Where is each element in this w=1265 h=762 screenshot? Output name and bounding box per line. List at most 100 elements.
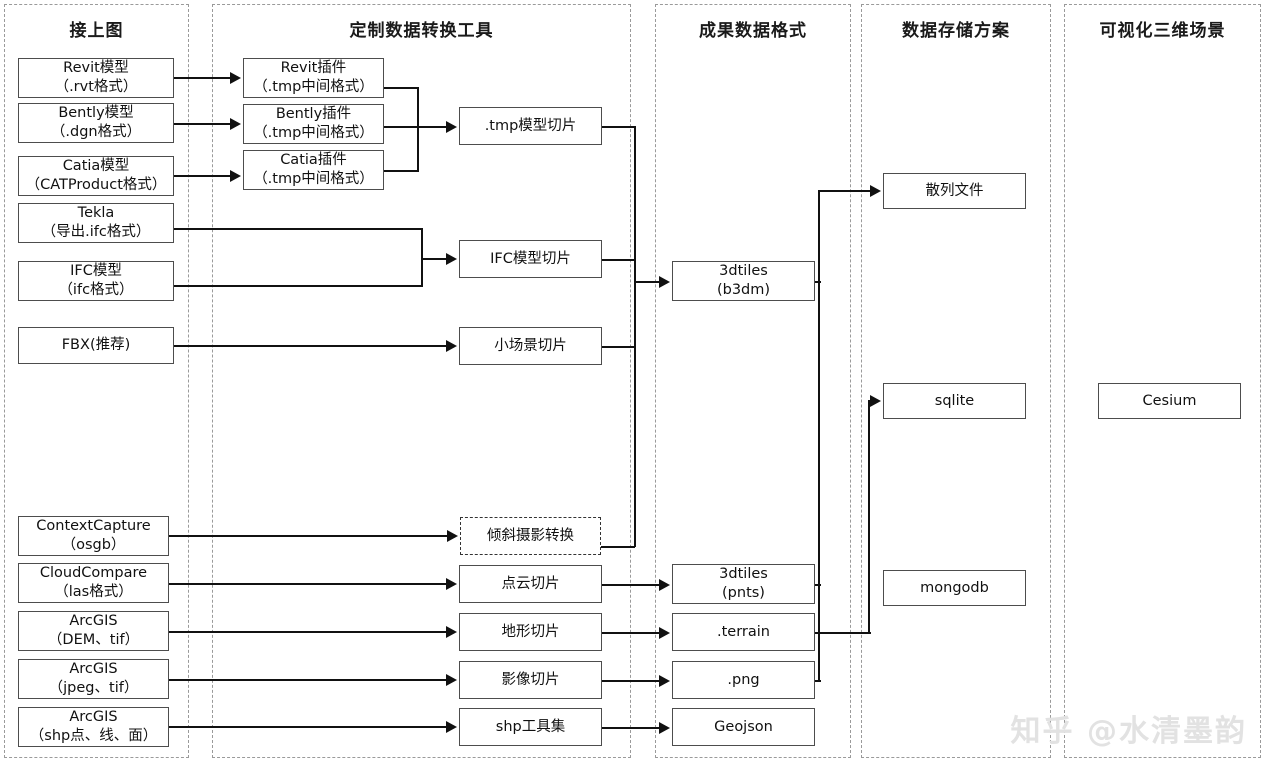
lane-title-viz: 可视化三维场景	[1099, 21, 1226, 41]
node-label-line2: （DEM、tif）	[47, 632, 140, 648]
arrowhead	[446, 340, 457, 352]
edge-hashfile-bus-to-node	[818, 190, 870, 192]
edge-revit-model-to-plugin	[174, 77, 230, 79]
node-label-line1: Revit插件	[280, 60, 347, 77]
edge-catia-plugin-out	[384, 170, 418, 172]
edge-contextcapture-to-oblique	[169, 535, 447, 537]
watermark: 知乎 @水清墨韵	[1010, 714, 1247, 749]
edge-b3dm-merge-bus	[634, 126, 636, 547]
node-arcgis-dem[interactable]: ArcGIS （DEM、tif）	[18, 611, 169, 651]
edge-image-tile-to-png	[602, 680, 659, 682]
node-image-tile[interactable]: 影像切片	[459, 661, 602, 699]
edge-tekla-out	[169, 228, 422, 230]
node-mongodb-storage[interactable]: mongodb	[883, 570, 1026, 606]
node-hash-file-storage[interactable]: 散列文件	[883, 173, 1026, 209]
node-3dtiles-b3dm[interactable]: 3dtiles (b3dm)	[672, 261, 815, 301]
node-label-line1: sqlite	[934, 392, 975, 409]
edge-sqlite-bus-to-node	[868, 400, 870, 402]
node-label-line2: （CATProduct格式）	[25, 177, 167, 193]
node-oblique-photogrammetry-convert[interactable]: 倾斜摄影转换	[460, 517, 601, 555]
arrowhead	[230, 170, 241, 182]
edge-arcgis-dem-to-terrain-tile	[169, 631, 446, 633]
node-ifc-model[interactable]: IFC模型 （ifc格式）	[18, 261, 174, 301]
node-label-line2: （jpeg、tif）	[48, 680, 139, 696]
node-label-line2: （导出.ifc格式）	[41, 224, 151, 240]
node-label-line2: (b3dm)	[716, 282, 771, 298]
node-label-line1: Bently模型	[58, 105, 134, 122]
node-catia-plugin[interactable]: Catia插件 （.tmp中间格式）	[243, 150, 384, 190]
node-label-line2: （.dgn格式）	[50, 124, 142, 140]
node-arcgis-jpeg[interactable]: ArcGIS （jpeg、tif）	[18, 659, 169, 699]
lane-viz	[1064, 4, 1261, 758]
node-label-line1: Revit模型	[63, 60, 129, 77]
edge-ifc-merge-to-tile	[421, 258, 446, 260]
node-tmp-tile[interactable]: .tmp模型切片	[459, 107, 602, 145]
node-label-line2: （osgb）	[61, 537, 126, 553]
node-label-line1: 3dtiles	[719, 263, 768, 280]
edge-plugin-merge-bus	[417, 87, 419, 172]
arrowhead	[870, 395, 881, 407]
node-label-line2: （shp点、线、面）	[29, 728, 158, 744]
node-catia-model[interactable]: Catia模型 （CATProduct格式）	[18, 156, 174, 196]
node-png-format[interactable]: .png	[672, 661, 815, 699]
arrowhead	[230, 72, 241, 84]
node-fbx[interactable]: FBX(推荐)	[18, 327, 174, 364]
lane-storage	[861, 4, 1051, 758]
node-label-line1: .png	[727, 671, 760, 688]
node-cloudcompare[interactable]: CloudCompare （las格式）	[18, 563, 169, 603]
node-revit-plugin[interactable]: Revit插件 （.tmp中间格式）	[243, 58, 384, 98]
node-label-line2: （ifc格式）	[58, 282, 134, 298]
node-sqlite-storage[interactable]: sqlite	[883, 383, 1026, 419]
lane-title-source: 接上图	[69, 21, 124, 41]
edge-bently-model-to-plugin	[174, 123, 230, 125]
node-label-line1: Geojson	[714, 718, 773, 735]
node-label-line1: 倾斜摄影转换	[487, 527, 574, 544]
edge-sqlite-bus	[868, 400, 870, 633]
node-3dtiles-pnts[interactable]: 3dtiles (pnts)	[672, 564, 815, 604]
node-label-line2: （.tmp中间格式）	[253, 171, 374, 187]
node-cesium-viewer[interactable]: Cesium	[1098, 383, 1241, 419]
node-label-line1: Bently插件	[275, 106, 352, 123]
arrowhead	[446, 674, 457, 686]
node-label-line2: （.tmp中间格式）	[253, 79, 374, 95]
node-label-line1: Catia模型	[62, 158, 130, 175]
node-terrain-format[interactable]: .terrain	[672, 613, 815, 651]
edge-ifc-model-out	[169, 285, 422, 287]
node-label-line1: .terrain	[717, 623, 770, 640]
edge-b3dm-merge-to-node	[634, 281, 659, 283]
node-label-line2: （.tmp中间格式）	[253, 125, 374, 141]
arrowhead	[446, 626, 457, 638]
node-tekla[interactable]: Tekla （导出.ifc格式）	[18, 203, 174, 243]
arrowhead	[659, 722, 670, 734]
node-label-line1: 影像切片	[501, 671, 560, 688]
node-label-line1: FBX(推荐)	[61, 337, 131, 354]
node-label-line1: 散列文件	[925, 182, 984, 199]
node-bently-plugin[interactable]: Bently插件 （.tmp中间格式）	[243, 104, 384, 144]
node-pointcloud-tile[interactable]: 点云切片	[459, 565, 602, 603]
node-label-line1: 点云切片	[501, 575, 560, 592]
node-terrain-tile[interactable]: 地形切片	[459, 613, 602, 651]
node-geojson-format[interactable]: Geojson	[672, 708, 815, 746]
node-label-line1: IFC模型切片	[490, 250, 571, 267]
node-shp-toolset[interactable]: shp工具集	[459, 708, 602, 746]
node-label-line1: CloudCompare	[39, 565, 148, 582]
edge-oblique-out	[601, 546, 635, 548]
edge-png-to-hashfile-stub	[815, 680, 821, 682]
arrowhead	[659, 675, 670, 687]
edge-ifc-tile-out	[602, 259, 635, 261]
node-label-line1: Cesium	[1142, 392, 1197, 409]
edge-revit-plugin-out	[384, 87, 418, 89]
node-arcgis-shp[interactable]: ArcGIS （shp点、线、面）	[18, 707, 169, 747]
node-label-line2: （.rvt格式）	[54, 79, 138, 95]
arrowhead	[659, 276, 670, 288]
node-label-line1: shp工具集	[495, 718, 566, 735]
node-label-line1: 3dtiles	[719, 566, 768, 583]
node-bently-model[interactable]: Bently模型 （.dgn格式）	[18, 103, 174, 143]
node-revit-model[interactable]: Revit模型 （.rvt格式）	[18, 58, 174, 98]
node-contextcapture[interactable]: ContextCapture （osgb）	[18, 516, 169, 556]
edge-tmp-tile-out	[602, 126, 635, 128]
node-small-scene-tile[interactable]: 小场景切片	[459, 327, 602, 365]
node-ifc-tile[interactable]: IFC模型切片	[459, 240, 602, 278]
node-label-line1: mongodb	[920, 579, 989, 596]
